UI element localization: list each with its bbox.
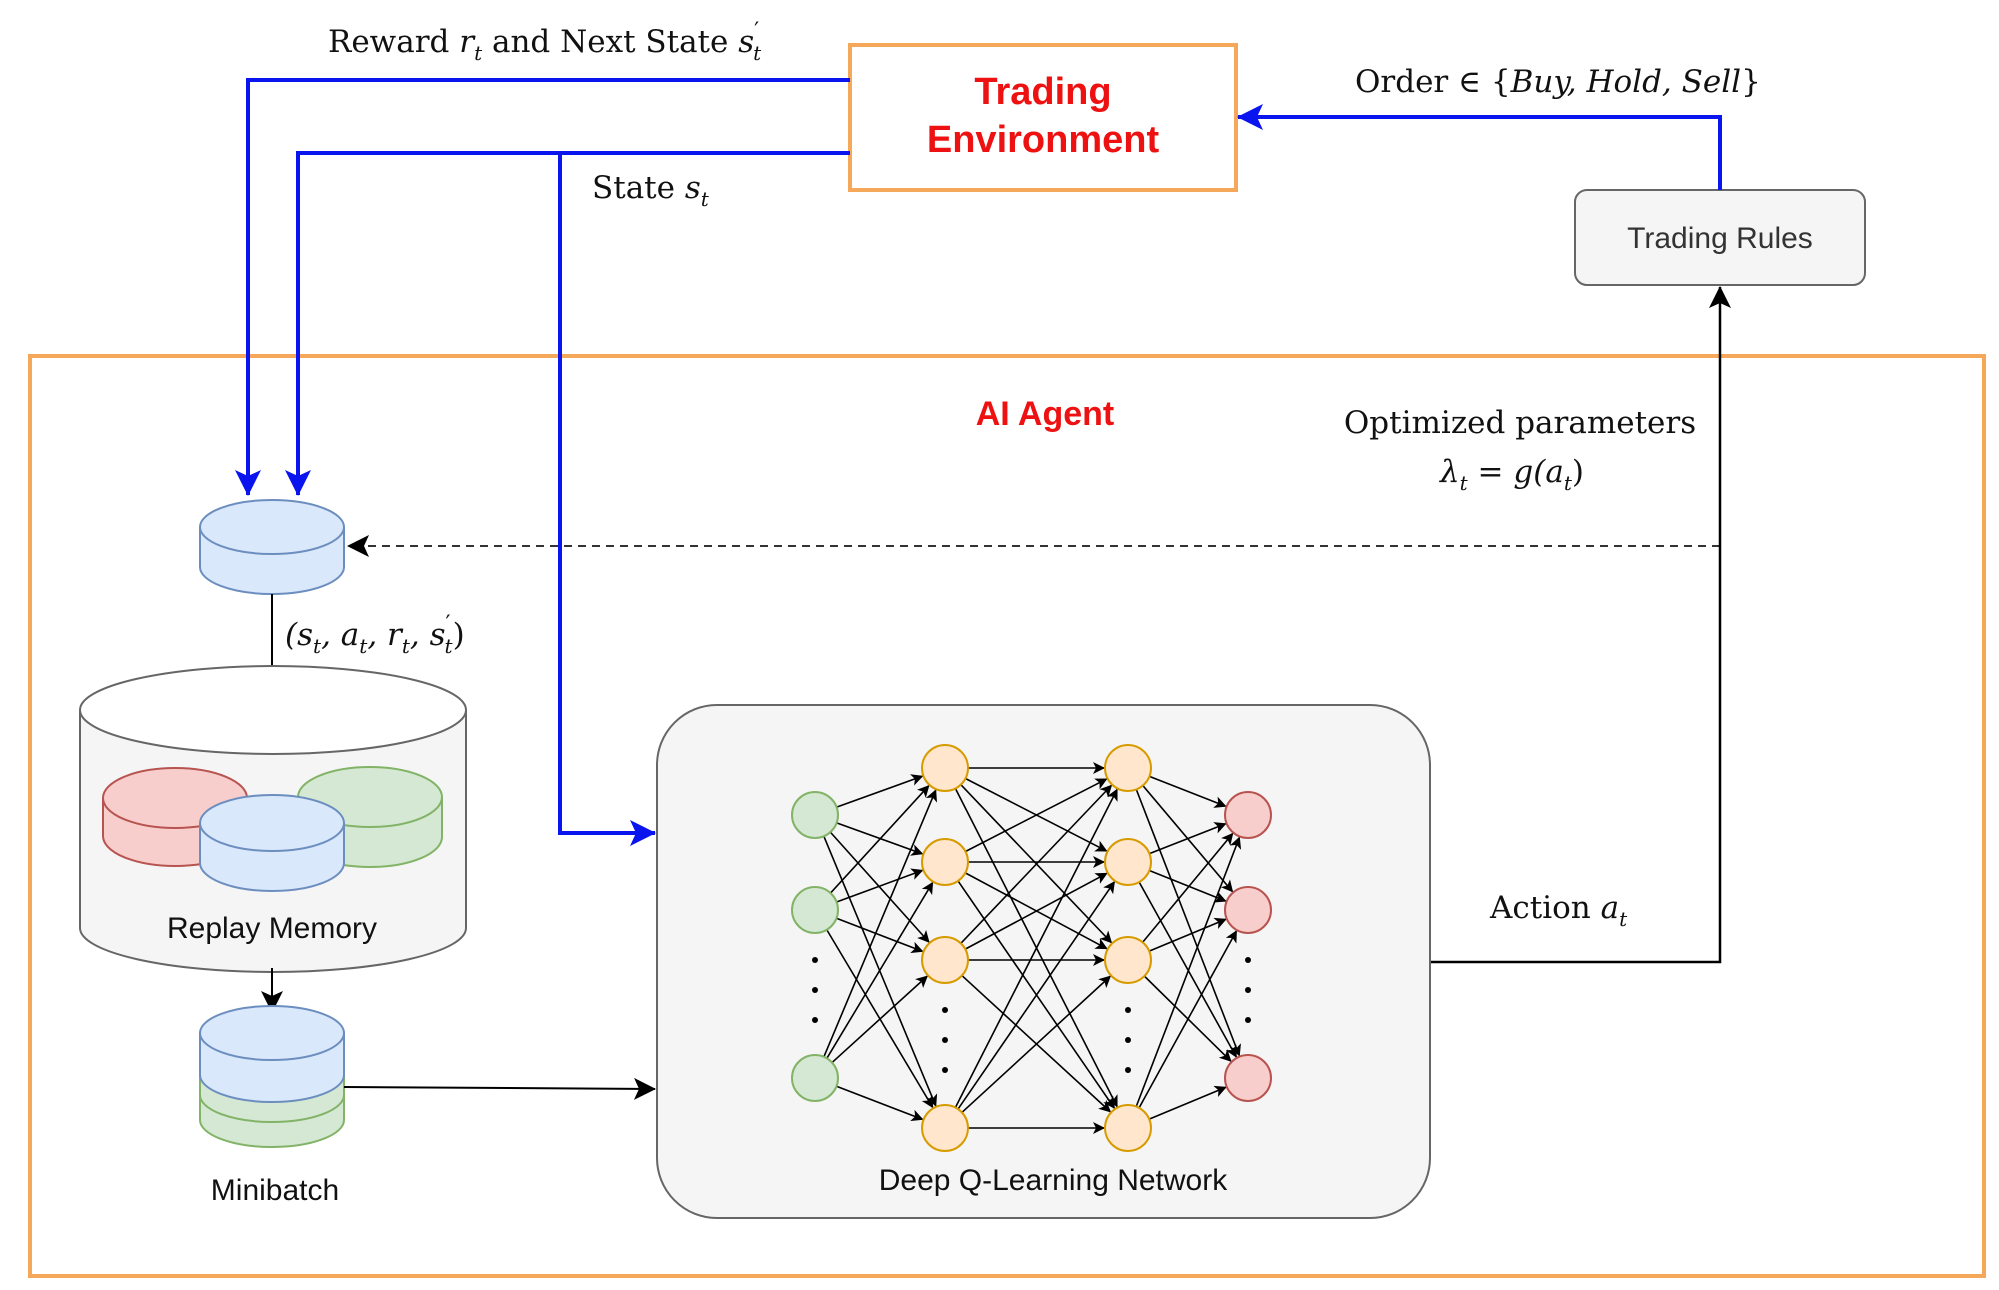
ellipsis-dot — [812, 987, 818, 993]
network-connection-arrow — [1135, 789, 1241, 1057]
experience-disk-icon — [199, 499, 345, 595]
state-to-network-arrow — [558, 153, 656, 846]
reward-next-state-arrow — [235, 78, 850, 496]
environment-title-line2: Environment — [927, 119, 1160, 161]
ellipsis-dot — [942, 1007, 948, 1013]
network-connection-arrow — [960, 784, 1113, 944]
input-node — [791, 1054, 839, 1102]
network-connection-arrow — [1149, 822, 1227, 855]
ai-agent-container — [28, 354, 1986, 1278]
input-node — [791, 886, 839, 934]
minibatch-stack-icon — [199, 1005, 345, 1148]
output-node — [1224, 886, 1272, 934]
network-connection-arrow — [826, 881, 934, 1059]
hidden-node — [921, 838, 969, 886]
reward-next-state-label: Reward rt and Next State s′t — [328, 19, 762, 65]
ellipsis-dot — [1245, 1017, 1251, 1023]
ellipsis-dot — [1125, 1037, 1131, 1043]
network-connection-arrow — [1138, 881, 1238, 1058]
network-connection-arrow — [836, 917, 924, 954]
network-connection-arrow — [1149, 869, 1227, 903]
network-connection-arrow — [829, 784, 930, 894]
hidden-node — [1104, 1104, 1152, 1152]
order-label: Order ∈ {Buy, Hold, Sell} — [1355, 64, 1761, 100]
network-connection-arrow — [965, 778, 1108, 853]
hidden-node — [1104, 838, 1152, 886]
network-connection-arrow — [1138, 930, 1238, 1109]
action-to-trading-rules-arrow — [1430, 286, 1731, 964]
network-connection-arrow — [831, 975, 928, 1064]
ellipsis-dot — [812, 1017, 818, 1023]
state-to-memory-arrow — [285, 151, 850, 496]
network-connection-arrow — [829, 831, 930, 943]
neural-network-icon — [791, 744, 1272, 1152]
hidden-node — [1104, 936, 1152, 984]
trading-environment-box — [848, 43, 1238, 192]
ellipsis-dot — [942, 1037, 948, 1043]
ellipsis-dot — [1125, 1007, 1131, 1013]
state-label: State st — [592, 170, 710, 211]
action-label: Action at — [1489, 890, 1628, 931]
network-connection-arrow — [961, 975, 1112, 1114]
neural-network-connections — [823, 762, 1242, 1134]
hidden-node — [921, 1104, 969, 1152]
blue-memory-disk-icon — [199, 794, 345, 892]
network-connection-arrow — [964, 872, 1108, 950]
lambda-equation-label: λt = g(at) — [1438, 454, 1584, 495]
network-connection-arrow — [836, 774, 924, 808]
replay-memory-label: Replay Memory — [167, 912, 377, 945]
ellipsis-dot — [942, 1067, 948, 1073]
input-node — [791, 791, 839, 839]
hidden-node — [1104, 744, 1152, 792]
network-connection-arrow — [1148, 917, 1227, 952]
ellipsis-dot — [812, 957, 818, 963]
network-connection-arrow — [1142, 832, 1234, 943]
trading-rules-label: Trading Rules — [1627, 222, 1813, 255]
network-connection-arrow — [954, 788, 1118, 1108]
output-node — [1224, 791, 1272, 839]
optimized-parameters-label: Optimized parameters — [1344, 405, 1696, 441]
network-connection-arrow — [1148, 1085, 1227, 1120]
ellipsis-dot — [1125, 1067, 1131, 1073]
network-connection-arrow — [1149, 775, 1227, 808]
order-arrow — [1237, 104, 1722, 190]
hidden-node — [921, 744, 969, 792]
transition-tuple-label: (st, at, rt, s′t) — [285, 612, 465, 658]
network-connection-arrow — [823, 789, 937, 1058]
ellipsis-dot — [1245, 987, 1251, 993]
ellipsis-dot — [1245, 957, 1251, 963]
network-connection-arrow — [836, 1085, 924, 1122]
ai-agent-title: AI Agent — [976, 395, 1115, 433]
minibatch-label: Minibatch — [211, 1174, 339, 1207]
environment-title-line1: Trading — [974, 71, 1111, 113]
network-connection-arrow — [1135, 836, 1242, 1107]
network-connection-arrow — [836, 868, 924, 903]
minibatch-to-network-arrow — [343, 1077, 656, 1100]
hidden-node — [921, 936, 969, 984]
deep-q-network-label: Deep Q-Learning Network — [879, 1164, 1229, 1197]
output-node — [1224, 1054, 1272, 1102]
network-connection-arrow — [957, 880, 1116, 1110]
